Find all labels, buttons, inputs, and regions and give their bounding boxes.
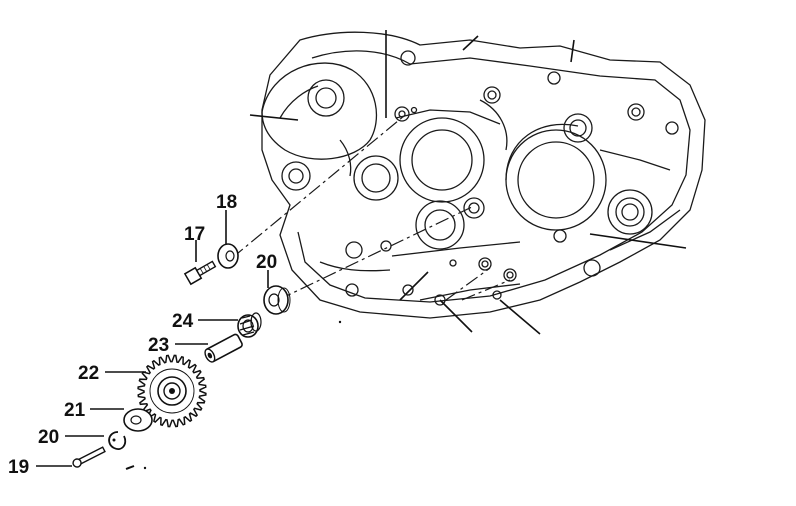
part-number-labels: 17 18 20 24 23 22 21 20 19 bbox=[8, 192, 277, 478]
label-19: 19 bbox=[8, 457, 29, 478]
label-23: 23 bbox=[148, 335, 169, 356]
label-20-lower: 20 bbox=[38, 427, 59, 448]
label-22: 22 bbox=[78, 363, 99, 384]
stray-marks bbox=[125, 320, 342, 470]
washer-21 bbox=[123, 408, 153, 432]
bolt-17 bbox=[183, 260, 217, 286]
needle-bearing-24 bbox=[237, 312, 262, 338]
label-20-upper: 20 bbox=[256, 252, 277, 273]
label-17: 17 bbox=[184, 224, 205, 245]
assembly-axes bbox=[231, 115, 511, 301]
washer-20-upper bbox=[263, 285, 291, 315]
pin-19 bbox=[72, 446, 106, 468]
label-21: 21 bbox=[64, 400, 86, 421]
callout-leaders bbox=[36, 210, 269, 467]
washer-18 bbox=[217, 243, 239, 269]
crankcase-illustration bbox=[261, 31, 706, 319]
label-24: 24 bbox=[172, 311, 194, 332]
casing-leader-lines bbox=[249, 30, 687, 335]
bushing-23 bbox=[204, 333, 243, 363]
gear-22 bbox=[137, 354, 207, 428]
snap-ring-20-lower bbox=[108, 431, 127, 450]
label-18: 18 bbox=[216, 192, 237, 213]
